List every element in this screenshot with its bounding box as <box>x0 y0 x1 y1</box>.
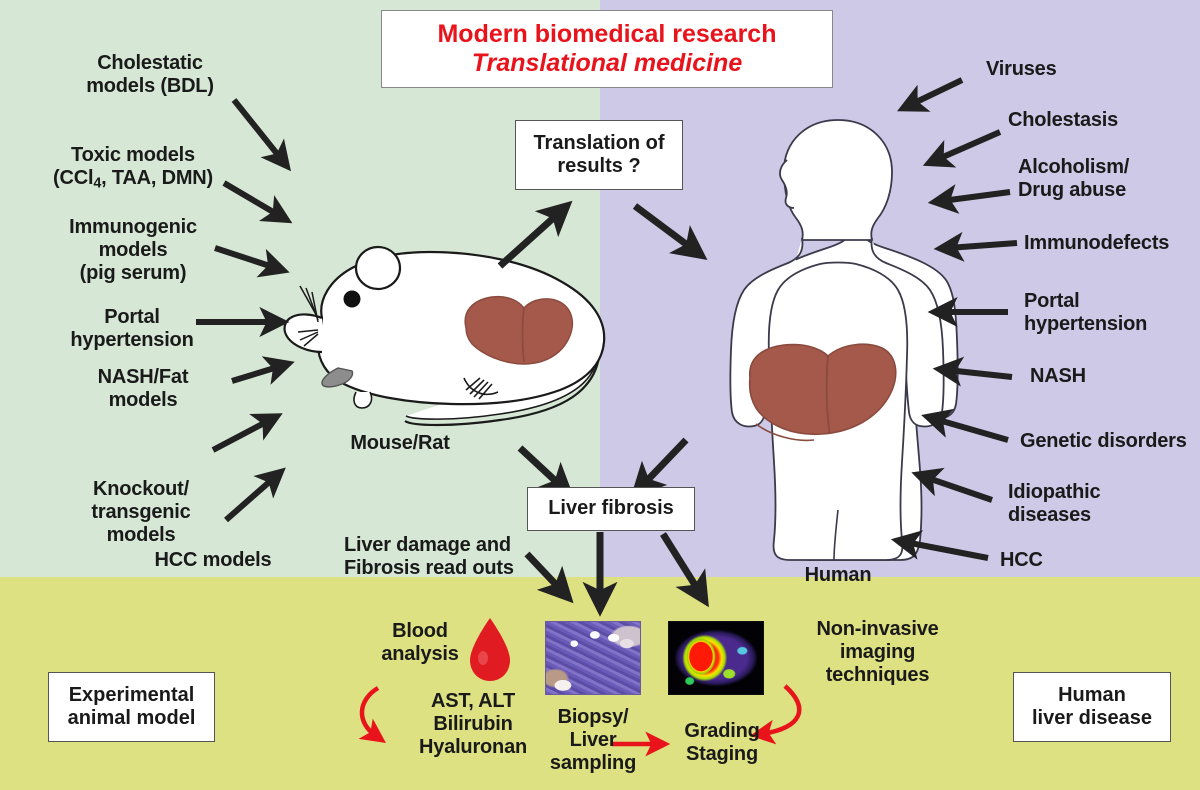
label-human: Human <box>804 564 872 586</box>
label-immunodefects: Immunodefects <box>1024 232 1170 254</box>
label-alcoholism: Alcoholism/Drug abuse <box>1018 156 1130 201</box>
label-hcc-models: HCC models <box>154 549 272 571</box>
label-viruses: Viruses <box>986 58 1057 80</box>
histology-image <box>545 621 641 695</box>
label-hcc: HCC <box>1000 549 1043 571</box>
pet-scan-image <box>668 621 764 695</box>
label-mouse-rat: Mouse/Rat <box>350 432 450 454</box>
title-box: Modern biomedical research Translational… <box>381 10 833 88</box>
label-toxic-models: Toxic models(CCl4, TAA, DMN) <box>53 144 213 192</box>
label-nash: NASH <box>1030 365 1086 387</box>
box-liver-fibrosis-text: Liver fibrosis <box>548 497 674 520</box>
label-genetic-disorders: Genetic disorders <box>1020 430 1187 452</box>
box-liver-fibrosis: Liver fibrosis <box>527 487 695 531</box>
label-cholestasis: Cholestasis <box>1008 109 1119 131</box>
title-line-2: Translational medicine <box>471 49 743 77</box>
title-line-1: Modern biomedical research <box>437 20 777 49</box>
